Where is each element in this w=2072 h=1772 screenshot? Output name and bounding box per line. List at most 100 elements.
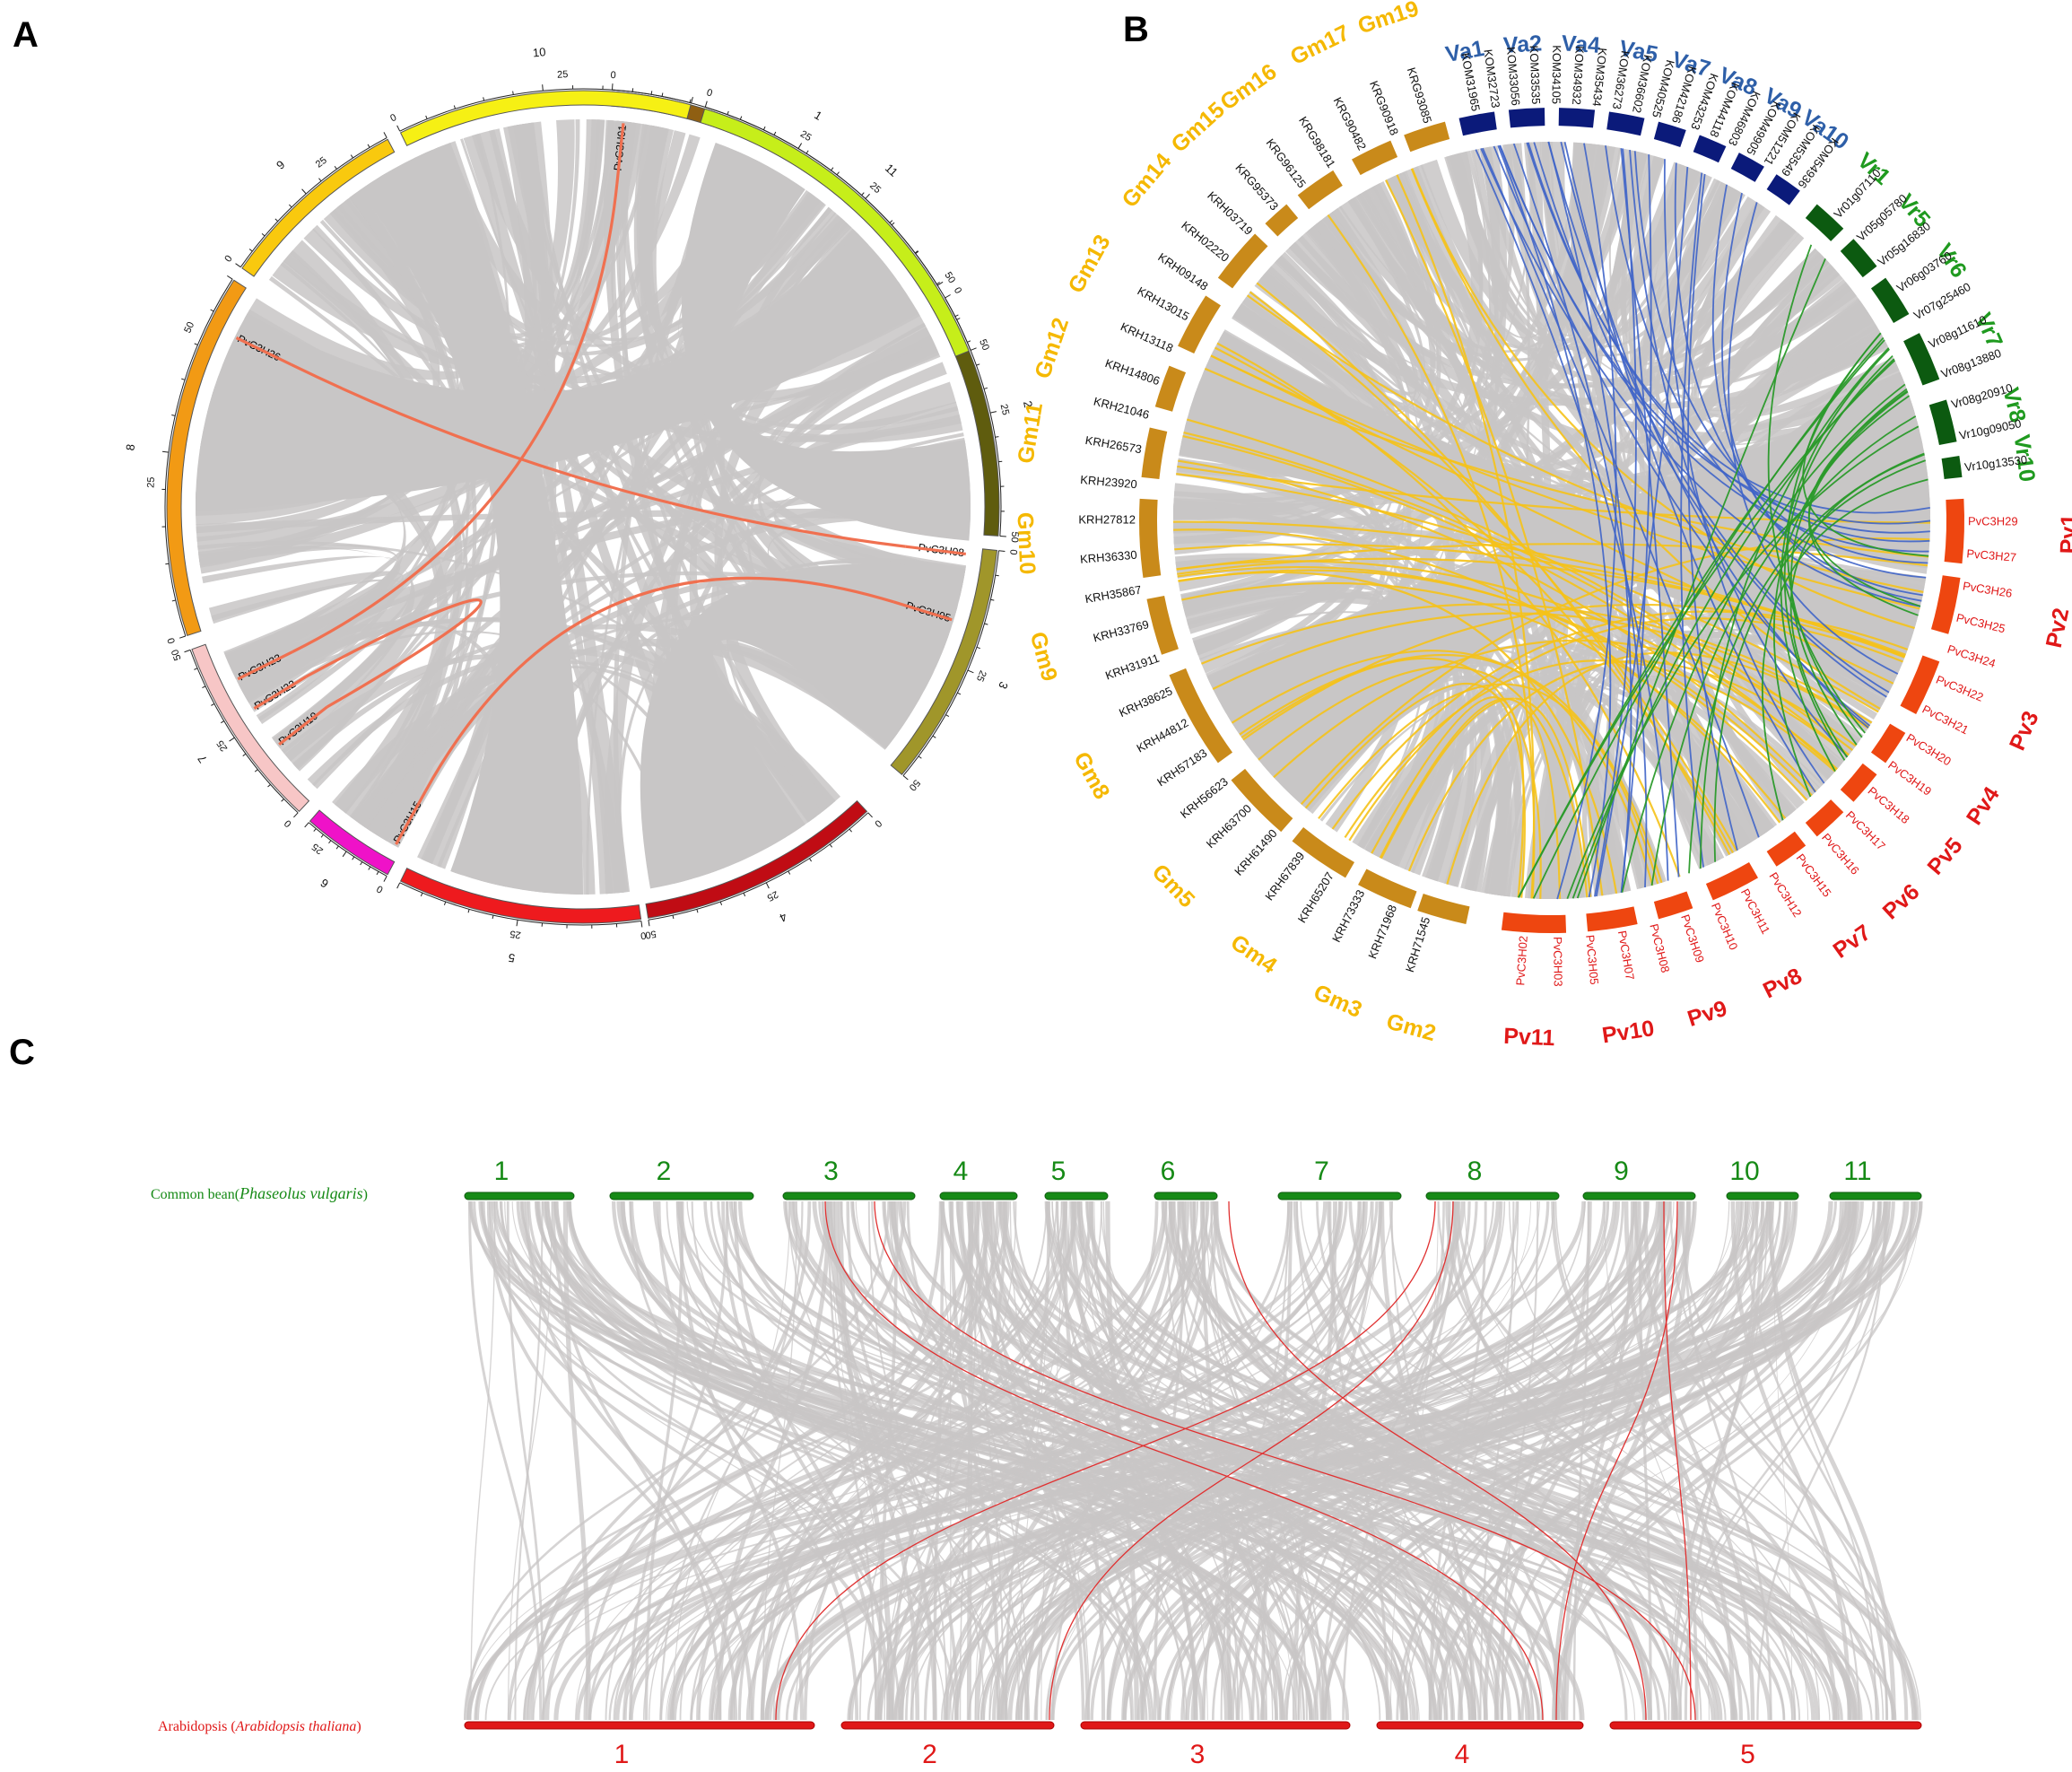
- chromosome-8-tick-label: 25: [145, 476, 157, 488]
- chromosome-9-tick: [334, 165, 337, 170]
- chromosome-Pv10-name: Pv10: [1600, 1016, 1656, 1048]
- gene-label-KRG95373: KRG95373: [1232, 161, 1281, 213]
- panel-a-letter: A: [13, 15, 39, 55]
- chromosome-3-band: [890, 548, 998, 775]
- chromosome-6-tick: [304, 822, 309, 828]
- synteny-link: [1659, 1200, 1699, 1721]
- highlight-link: [1228, 1200, 1647, 1721]
- chromosome-5-band: [399, 867, 642, 924]
- chromosome-4-band: [645, 799, 868, 919]
- gm-pv-link: [1181, 581, 1787, 819]
- synteny-link: [544, 1200, 981, 1721]
- gene-label-PvC3H09: PvC3H09: [1678, 912, 1707, 965]
- synteny-link: [232, 406, 961, 679]
- gm-pv-link: [1379, 697, 1562, 899]
- synteny-link: [967, 1200, 1029, 1721]
- chromosome-Pv2-band: [1930, 575, 1961, 634]
- gene-label-Vr05g16830: Vr05g16830: [1875, 219, 1933, 268]
- chromosome-Gm12-band: [1154, 365, 1187, 412]
- chromosome-Pv4-band: [1870, 723, 1906, 764]
- vr-pv-link: [1713, 459, 1926, 862]
- synteny-link: [1638, 1200, 1652, 1721]
- synteny-link: [1327, 1200, 1561, 1721]
- chromosome-Pv5-name: Pv5: [1922, 833, 1967, 879]
- gene-label-KRH35867: KRH35867: [1084, 583, 1142, 606]
- synteny-link: [733, 1200, 1737, 1721]
- synteny-link: [196, 232, 919, 507]
- synteny-link: [1076, 1200, 1535, 1721]
- highlight-link: [1663, 1200, 1692, 1721]
- synteny-link: [506, 1200, 545, 1721]
- synteny-link: [611, 121, 686, 318]
- gene-label-KRG96125: KRG96125: [1264, 136, 1310, 191]
- va-pv-link: [1547, 141, 1632, 893]
- gm-pv-link: [1216, 342, 1681, 877]
- chromosome-2-tick-label: 0: [952, 285, 963, 295]
- vr-pv-link: [1688, 452, 1925, 874]
- gene-label-KOM32723: KOM32723: [1481, 48, 1502, 109]
- chromosome-1-tick-label: 0: [610, 70, 616, 81]
- bottom-chromosome-3: [1080, 1721, 1351, 1730]
- synteny-link: [370, 124, 537, 834]
- chromosome-5-tick: [467, 909, 470, 913]
- synteny-link: [1172, 1200, 1628, 1721]
- chromosome-4-tick: [765, 882, 770, 889]
- vr-pv-link: [1802, 332, 1929, 557]
- synteny-link: [1173, 397, 1915, 542]
- gm-pv-link: [1380, 697, 1592, 897]
- gm-pv-link: [1371, 696, 1525, 898]
- synteny-link: [1405, 166, 1716, 868]
- gene-label-KOM34105: KOM34105: [1550, 45, 1564, 104]
- chromosome-Gm4-name: Gm4: [1226, 930, 1282, 979]
- chromosome-7-band: [191, 643, 310, 813]
- synteny-link: [1744, 1200, 1888, 1721]
- gm-pv-link: [1176, 543, 1928, 571]
- chromosome-4-tick: [849, 828, 852, 833]
- synteny-link: [481, 1200, 1738, 1721]
- chromosome-Pv9-band: [1653, 891, 1693, 920]
- chromosome-Vr8-band: [1928, 399, 1957, 446]
- chromosome-9-tick: [288, 204, 292, 208]
- chromosome-11-tick: [936, 282, 940, 285]
- highlight-link-stub: [905, 545, 966, 555]
- gene-label-KOM33535: KOM33535: [1528, 45, 1544, 104]
- bottom-chromosome-2: [840, 1721, 1055, 1730]
- synteny-link: [1464, 1200, 1809, 1721]
- chromosome-8-tick: [194, 343, 198, 345]
- synteny-link: [1572, 1200, 1590, 1721]
- synteny-link: [344, 154, 760, 345]
- chromosome-2-name: 2: [1021, 399, 1035, 408]
- synteny-link: [547, 1200, 1521, 1721]
- synteny-link: [1484, 707, 1527, 897]
- chromosome-Gm11-name: Gm11: [1013, 401, 1048, 466]
- chromosome-3-tick: [932, 735, 936, 738]
- synteny-link: [737, 1200, 1416, 1721]
- synteny-link: [361, 143, 583, 895]
- synteny-link: [1420, 159, 1743, 351]
- vr-pv-link: [1517, 339, 1885, 898]
- synteny-link: [478, 1200, 1477, 1721]
- chromosome-5-tick-label: 25: [509, 928, 522, 940]
- gene-label-KRH56623: KRH56623: [1178, 774, 1231, 820]
- chromosome-10-tick: [542, 84, 544, 92]
- gene-label-KRG93085: KRG93085: [1405, 65, 1435, 125]
- gene-label-KRH67839: KRH67839: [1262, 850, 1307, 903]
- panel-a-circos: 0255010255020255030255040255025602550702…: [123, 45, 1035, 965]
- synteny-link: [1680, 1200, 1889, 1721]
- chromosome-Pv11-name: Pv11: [1503, 1024, 1555, 1051]
- chromosome-4-name: 4: [778, 910, 789, 925]
- chromosome-3-tick-label: 50: [907, 777, 922, 792]
- gene-label-KRH36330: KRH36330: [1080, 548, 1138, 566]
- top-chromosome-6: [1154, 1192, 1218, 1200]
- chromosome-Vr1-band: [1805, 204, 1844, 241]
- chromosome-6-tick-label: 0: [375, 883, 385, 895]
- synteny-link: [639, 125, 897, 365]
- chromosome-6-band: [309, 809, 396, 876]
- synteny-link: [1045, 1200, 1586, 1721]
- top-chromosome-label-6: 6: [1161, 1157, 1176, 1186]
- chromosome-Pv4-name: Pv4: [1962, 782, 2005, 830]
- chromosome-5-tick: [420, 893, 423, 897]
- chromosome-4-tick: [867, 812, 873, 818]
- chromosome-Pv9-name: Pv9: [1685, 996, 1730, 1032]
- chromosome-Gm16-name: Gm16: [1215, 59, 1281, 116]
